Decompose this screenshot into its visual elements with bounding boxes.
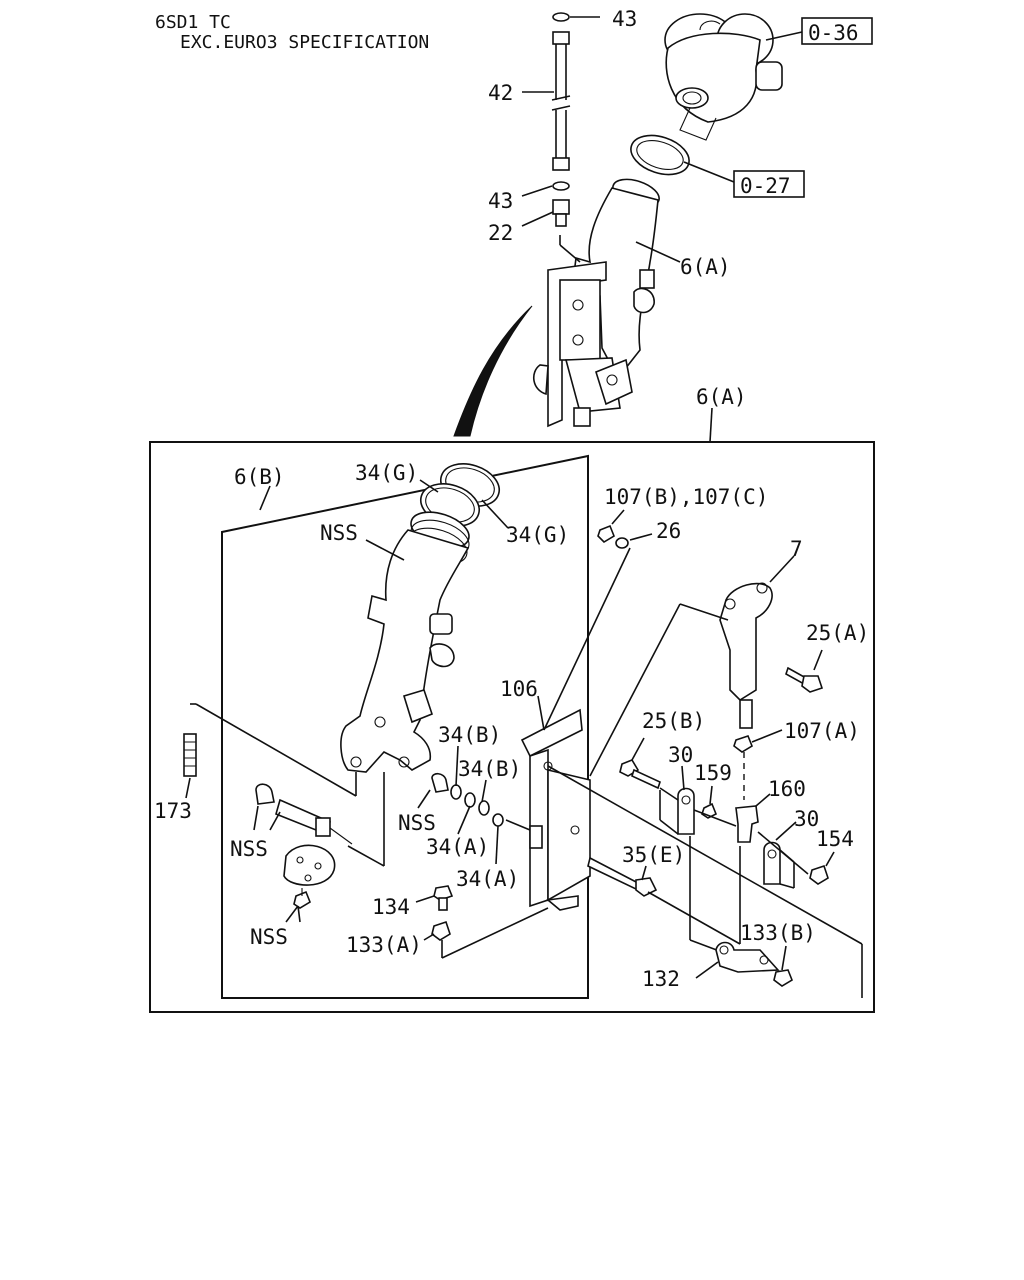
label-154: 154: [816, 827, 854, 851]
label-107bc: 107(B),107(C): [604, 485, 768, 509]
turbocharger: [664, 13, 783, 141]
label-6a-box: 6(A): [696, 385, 747, 409]
sub-frame-6b: [221, 454, 589, 999]
label-133b: 133(B): [740, 921, 816, 945]
label-107a: 107(A): [784, 719, 860, 743]
clip-30-left: [677, 787, 695, 835]
washer-26: [615, 537, 629, 549]
nut-107bc: [597, 524, 615, 544]
label-43-top: 43: [612, 7, 637, 31]
label-159: 159: [694, 761, 732, 785]
label-26: 26: [656, 519, 681, 543]
label-134: 134: [372, 895, 410, 919]
washers-34: [450, 784, 504, 827]
union-nss: [255, 783, 353, 845]
label-30-left: 30: [668, 743, 693, 767]
detail-arrow: [453, 305, 533, 437]
label-35e: 35(E): [622, 843, 685, 867]
clip-30-right: [763, 841, 781, 885]
nut-154: [809, 864, 829, 885]
label-22: 22: [488, 221, 513, 245]
label-34a-upper: 34(A): [426, 835, 489, 859]
nut-133a: [431, 920, 451, 941]
label-nss-bush: NSS: [398, 811, 436, 835]
label-43-bottom: 43: [488, 189, 513, 213]
label-34g-right: 34(G): [506, 523, 569, 547]
label-34b-upper: 34(B): [438, 723, 501, 747]
bolt-25b: [619, 759, 661, 790]
label-nss-pipe: NSS: [320, 521, 358, 545]
ref-0-27-label: 0-27: [740, 174, 791, 198]
clamp-160: [735, 805, 759, 843]
oil-pipe-42: [551, 12, 571, 191]
nut-107a: [733, 735, 753, 753]
bolt-25a: [785, 666, 824, 693]
label-132: 132: [642, 967, 680, 991]
bolt-35e: [587, 856, 658, 897]
bracket-106: [520, 708, 591, 911]
stud-173: [183, 733, 197, 777]
ref-box-0-36: [801, 17, 873, 45]
label-7: 7: [790, 537, 803, 561]
flange-nss: [283, 844, 336, 909]
bolt-134: [433, 885, 454, 911]
nut-133b: [773, 969, 793, 987]
label-106: 106: [500, 677, 538, 701]
union-fitting-22: [552, 199, 570, 227]
ref-0-36-label: 0-36: [808, 21, 859, 45]
air-pipe-detail: [340, 511, 470, 773]
label-30-right: 30: [794, 807, 819, 831]
bracket-7: [719, 582, 773, 729]
ref-box-0-27: [733, 170, 805, 198]
label-133a: 133(A): [346, 933, 422, 957]
detail-frame: [149, 441, 875, 1013]
label-nss-union: NSS: [230, 837, 268, 861]
label-160: 160: [768, 777, 806, 801]
label-34b-lower: 34(B): [458, 757, 521, 781]
engine-model-label: 6SD1 TC: [155, 12, 231, 33]
label-34g-top: 34(G): [355, 461, 418, 485]
specification-label: EXC.EURO3 SPECIFICATION: [180, 32, 429, 53]
label-173: 173: [154, 799, 192, 823]
support-bracket-top: [533, 261, 633, 428]
label-34a-lower: 34(A): [456, 867, 519, 891]
label-42: 42: [488, 81, 513, 105]
label-6a-top: 6(A): [680, 255, 731, 279]
label-25a: 25(A): [806, 621, 869, 645]
gasket-ring: [630, 134, 690, 176]
air-pipe-top: [571, 178, 660, 380]
label-nss-flange: NSS: [250, 925, 288, 949]
label-25b: 25(B): [642, 709, 705, 733]
bush-nss: [431, 772, 449, 793]
bracket-132: [715, 941, 780, 973]
label-6b: 6(B): [234, 465, 285, 489]
